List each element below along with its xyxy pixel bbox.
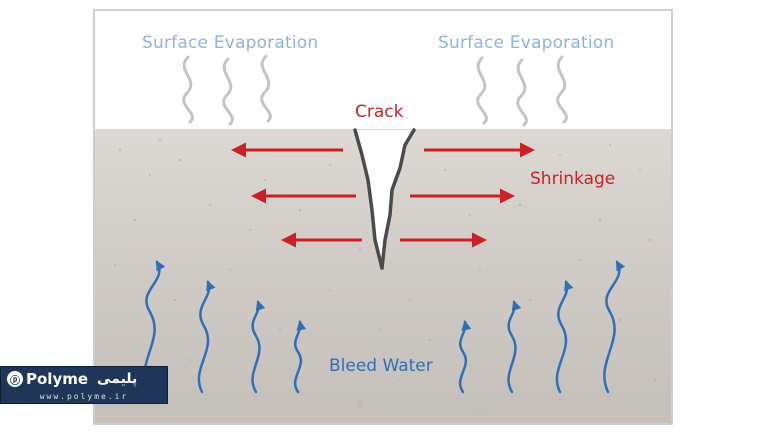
label-crack: Crack — [355, 102, 404, 122]
evaporation-wisps-right — [476, 55, 568, 127]
bleed-arrow-l2 — [197, 280, 216, 394]
watermark-banner: ⓟ Polyme پلیمی www.polyme.ir — [0, 366, 168, 404]
watermark-url: www.polyme.ir — [39, 392, 129, 401]
watermark-brand: Polyme — [26, 370, 89, 388]
aggregate-speckles — [114, 139, 656, 411]
evaporation-wisps-left — [182, 54, 272, 126]
bleed-arrow-l4 — [293, 320, 307, 394]
label-shrinkage: Shrinkage — [530, 169, 616, 189]
watermark-brand-fa: پلیمی — [97, 371, 138, 387]
shrinkage-arrows — [231, 142, 535, 248]
bleed-water-arrows-right — [458, 260, 626, 394]
label-bleed-water: Bleed Water — [329, 356, 433, 376]
bleed-arrow-r1 — [458, 320, 472, 394]
bleed-arrow-l3 — [251, 300, 266, 394]
label-surface-evaporation-left: Surface Evaporation — [142, 33, 319, 53]
polyme-logo-icon: ⓟ — [7, 371, 23, 387]
label-surface-evaporation-right: Surface Evaporation — [438, 33, 615, 53]
bleed-arrow-r4 — [603, 260, 626, 394]
watermark-brand-row: ⓟ Polyme پلیمی — [7, 369, 137, 389]
bleed-arrow-r3 — [555, 280, 574, 394]
bleed-arrow-r2 — [507, 300, 522, 394]
crack-shape — [353, 128, 416, 270]
